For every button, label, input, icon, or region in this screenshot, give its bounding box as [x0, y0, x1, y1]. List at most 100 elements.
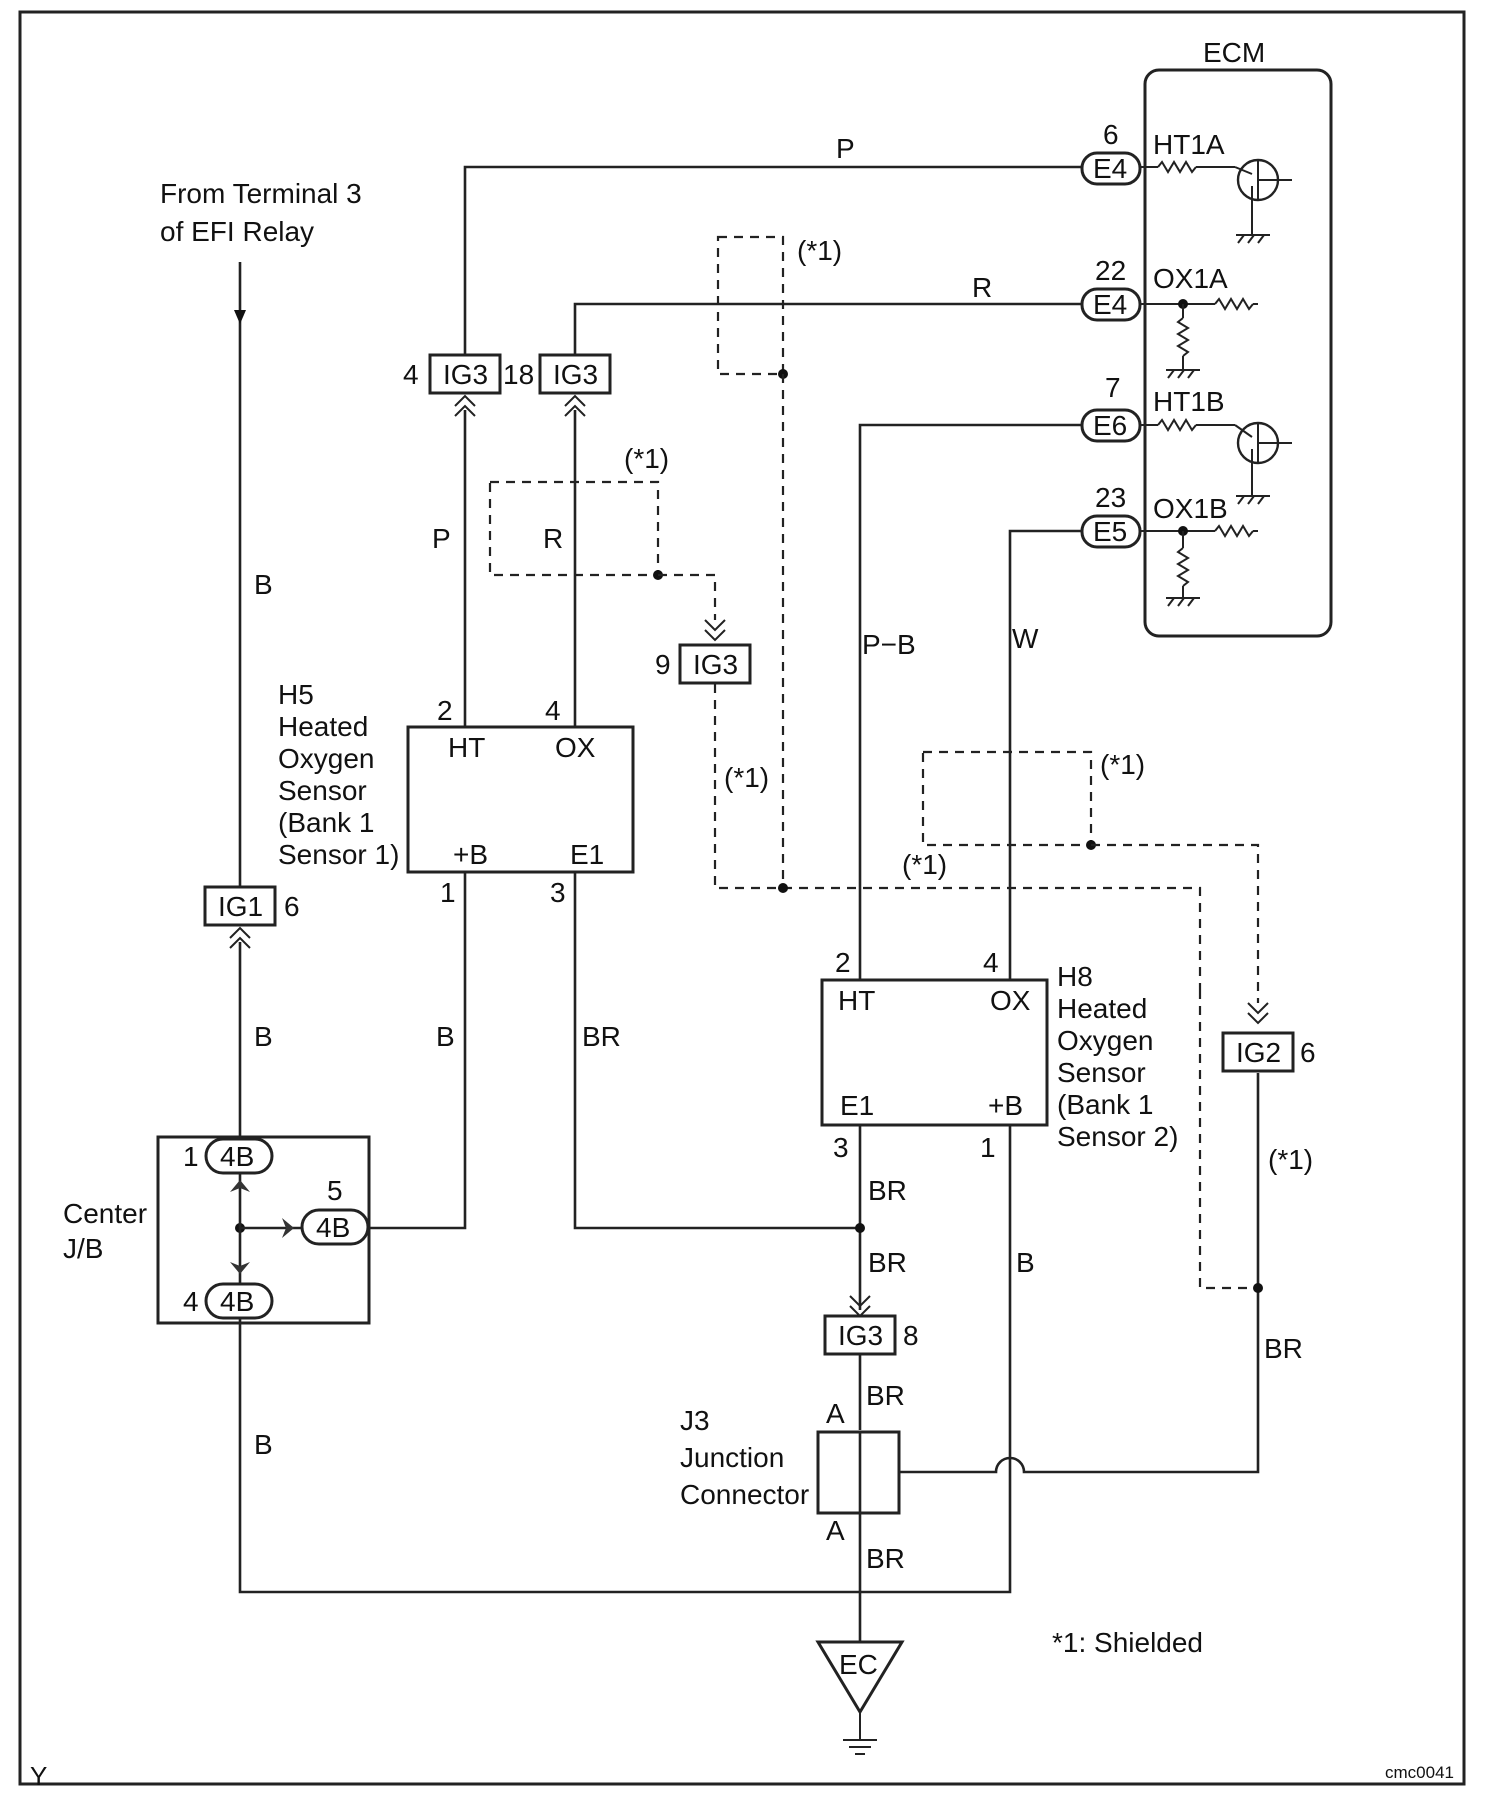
ecm-connector-label: E4 — [1093, 289, 1127, 320]
wire-label: B — [1016, 1247, 1035, 1278]
h8-pin-e1: 3 — [833, 1132, 849, 1163]
connector-ig3-4: IG3 4 — [403, 353, 502, 417]
ecm-driver-ht1b — [1140, 418, 1292, 505]
ecm-pin-number: 23 — [1095, 482, 1126, 513]
j3-box — [816, 1430, 901, 1515]
ecm-connector-label: E5 — [1093, 516, 1127, 547]
wire-label: BR — [582, 1021, 621, 1052]
connector-label: IG1 — [218, 891, 263, 922]
h8-title: Sensor — [1057, 1057, 1146, 1088]
wires — [238, 165, 1260, 1642]
h8-term-ox: OX — [990, 985, 1031, 1016]
shield-drain-ig2 — [1198, 990, 1258, 1290]
shield-top — [716, 235, 785, 376]
chevron-down-icon — [1247, 1002, 1269, 1025]
resistor-icon — [1176, 547, 1190, 587]
connector-label: IG2 — [1236, 1037, 1281, 1068]
ecm-pin-number: 6 — [1103, 119, 1119, 150]
ecm-connector-label: E4 — [1093, 153, 1127, 184]
efi-source-line2: of EFI Relay — [160, 216, 314, 247]
h5-title: Sensor 1) — [278, 839, 399, 870]
connector-label: IG3 — [443, 359, 488, 390]
wire-w — [1008, 529, 1082, 980]
h5-term-e1: E1 — [570, 839, 604, 870]
wire-label: BR — [866, 1380, 905, 1411]
shield-h8 — [921, 750, 1093, 847]
figure-code: cmc0041 — [1385, 1763, 1454, 1782]
connector-box — [428, 353, 502, 395]
connector-ig3-9: IG3 9 — [655, 643, 752, 685]
j3-pin-bot: A — [826, 1515, 845, 1546]
jb-title: Center — [63, 1198, 147, 1229]
h8-term-e1: E1 — [840, 1090, 874, 1121]
ecm-signal-name: OX1B — [1153, 493, 1228, 524]
h8-pin-ox: 4 — [983, 947, 999, 978]
resistor-icon — [1157, 160, 1197, 174]
h5-title: Sensor — [278, 775, 367, 806]
h5-title: Oxygen — [278, 743, 375, 774]
connector-pin: 6 — [1300, 1037, 1316, 1068]
diagram-frame — [18, 10, 1466, 1786]
wire-label: BR — [868, 1247, 907, 1278]
connector-pin: 4 — [403, 359, 419, 390]
ecm-box — [1143, 68, 1333, 638]
arrow-down-icon — [234, 310, 246, 324]
h8-pin-b: 1 — [980, 1132, 996, 1163]
jb-connector-label: 4B — [316, 1212, 350, 1243]
jb-connector-label: 4B — [220, 1286, 254, 1317]
connector-ig3-18: IG3 18 — [503, 353, 612, 417]
ecm-pin-ox1b: E5 23 OX1B — [1080, 482, 1228, 549]
shield-label: (*1) — [1268, 1144, 1313, 1175]
efi-relay-source: From Terminal 3 of EFI Relay — [160, 178, 362, 893]
shield-legend: *1: Shielded — [1052, 1627, 1203, 1658]
jb-pin-top: 1 — [183, 1141, 199, 1172]
jb-pin-right: 5 — [327, 1175, 343, 1206]
wire-label: R — [972, 272, 992, 303]
h8-term-b: +B — [988, 1090, 1023, 1121]
j3-junction: J3 Junction Connector A A — [680, 1398, 901, 1546]
j3-pin-top: A — [826, 1398, 845, 1429]
h8-title: Heated — [1057, 993, 1147, 1024]
connector-box — [203, 885, 277, 927]
arrow-right-icon — [282, 1218, 294, 1238]
resistor-icon — [1176, 317, 1190, 357]
ecm-block: ECM E4 6 HT1A E4 22 OX1A E6 7 HT1B E5 23… — [1080, 37, 1333, 638]
wire-label: BR — [1264, 1333, 1303, 1364]
ecm-signal-name: HT1B — [1153, 386, 1225, 417]
ecm-title: ECM — [1203, 37, 1265, 68]
j3-title: J3 — [680, 1405, 710, 1436]
center-jb: Center J/B 4B 1 4B 5 4B 4 — [63, 1135, 371, 1325]
connector-label: IG3 — [693, 649, 738, 680]
h5-title: Heated — [278, 711, 368, 742]
h5-title: (Bank 1 — [278, 807, 375, 838]
shield-label: (*1) — [724, 762, 769, 793]
wire-label: P — [432, 523, 451, 554]
connector-pin: 8 — [903, 1320, 919, 1351]
wire-label: B — [436, 1021, 455, 1052]
wire-label: R — [543, 523, 563, 554]
wire-b-h5 — [368, 872, 467, 1230]
connector-box — [538, 353, 612, 395]
wire-p-b — [858, 423, 1082, 980]
jb-title: J/B — [63, 1233, 103, 1264]
connector-label: IG3 — [838, 1320, 883, 1351]
h8-box — [820, 978, 1049, 1127]
shield-drain-h5 — [658, 573, 717, 620]
h8-title: (Bank 1 — [1057, 1089, 1154, 1120]
wire-p — [463, 165, 1082, 355]
wire-label: BR — [868, 1175, 907, 1206]
arrow-up-icon — [230, 1180, 250, 1192]
ground-triangle-icon — [815, 1640, 905, 1715]
jb-connector-label: 4B — [220, 1141, 254, 1172]
wire-label: B — [254, 569, 273, 600]
shield-label: (*1) — [624, 443, 669, 474]
shield-drain-h8 — [1091, 843, 1260, 1003]
resistor-icon — [1157, 418, 1197, 432]
ecm-input-ox1a — [1140, 297, 1258, 379]
connector-ig3-8: IG3 8 — [823, 1295, 919, 1356]
h8-title: Oxygen — [1057, 1025, 1154, 1056]
wire-br-h5 — [573, 872, 860, 1230]
ecm-pin-ht1a: E4 6 HT1A — [1080, 119, 1225, 186]
connector-pin: 18 — [503, 359, 534, 390]
corner-mark-left: Y — [30, 1761, 47, 1791]
